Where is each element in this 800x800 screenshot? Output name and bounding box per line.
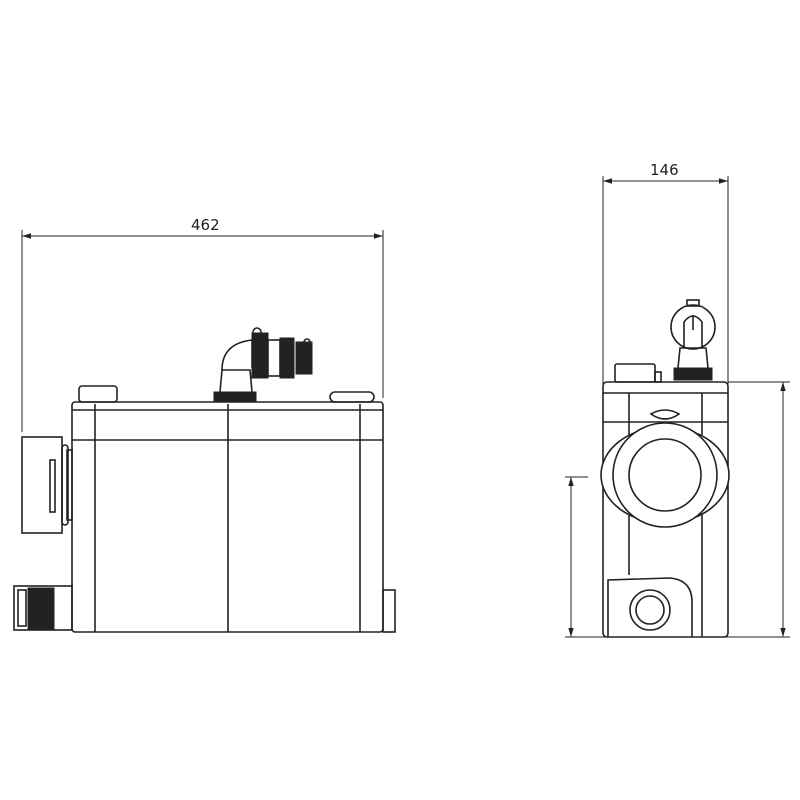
height-dimension-lines (565, 381, 790, 638)
front-view (13, 230, 396, 633)
bottom-inlet-pipe (13, 585, 73, 631)
width-dimension-line (21, 230, 384, 432)
depth-dimension-label: 146 (650, 161, 679, 179)
side-inlet-fitting (21, 436, 73, 534)
side-view (565, 176, 790, 638)
depth-dimension-line (602, 176, 729, 384)
pump-body-front (71, 385, 396, 633)
pump-body-side (600, 363, 730, 638)
top-discharge-fitting (670, 299, 716, 381)
width-dimension-label: 462 (191, 216, 220, 234)
bottom-inlet-side (607, 577, 693, 637)
discharge-elbow (213, 327, 313, 403)
